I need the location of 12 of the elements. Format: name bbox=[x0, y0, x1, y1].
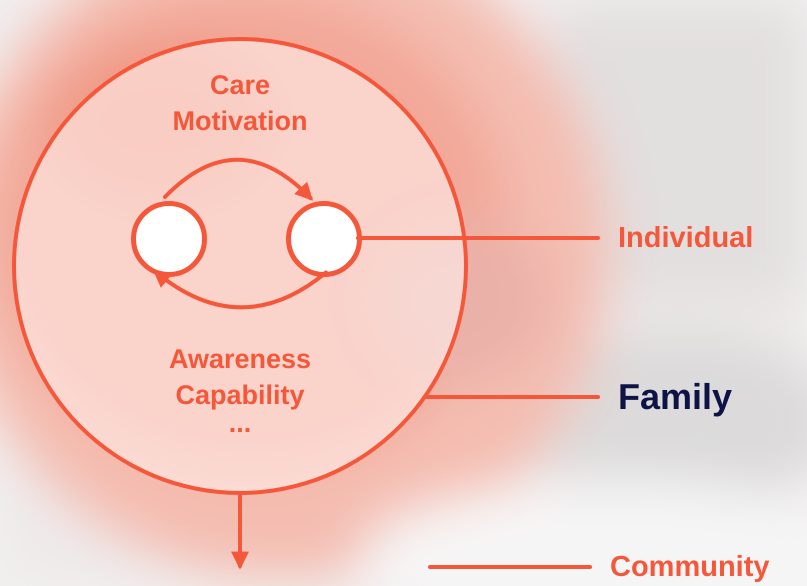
level-label: Family bbox=[618, 374, 768, 420]
ellipsis-text: ... bbox=[228, 413, 252, 433]
connector-line bbox=[356, 236, 600, 240]
arrow bbox=[163, 158, 314, 201]
arrow bbox=[231, 493, 249, 570]
arrow bbox=[152, 270, 328, 310]
level-label: Community bbox=[610, 547, 804, 586]
level-label: Individual bbox=[618, 218, 788, 258]
factor-label: Awareness Capability bbox=[168, 343, 312, 412]
factor-label: Care Motivation bbox=[172, 69, 308, 138]
connector-line bbox=[428, 565, 592, 569]
connector-line bbox=[424, 395, 600, 399]
